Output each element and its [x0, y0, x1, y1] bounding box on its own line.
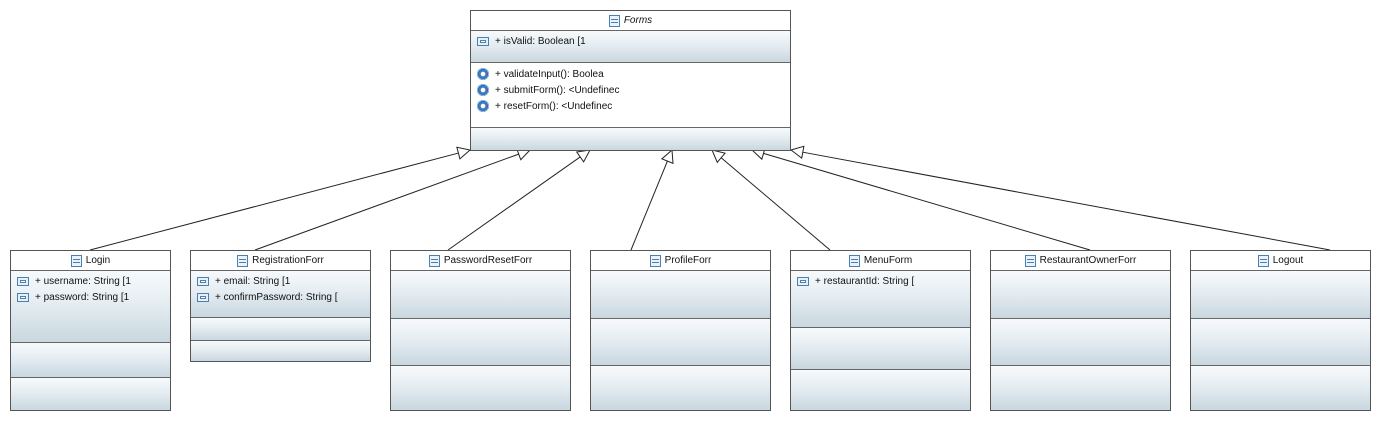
operations-compartment [1191, 318, 1370, 365]
empty-compartment [591, 365, 770, 410]
attribute-row[interactable]: + username: String [1 [11, 273, 170, 289]
empty-compartment [191, 340, 370, 361]
class-icon [608, 14, 620, 27]
class-name: PasswordResetForr [443, 255, 533, 266]
attributes-compartment: + isValid: Boolean [1 [471, 31, 790, 62]
class-password-reset-form[interactable]: PasswordResetForr [390, 250, 571, 411]
generalization-arrowhead [456, 146, 472, 160]
attribute-icon [17, 276, 29, 286]
empty-compartment [791, 369, 970, 410]
generalization-line[interactable] [254, 153, 519, 251]
attribute-icon [477, 36, 489, 46]
class-profile-form[interactable]: ProfileForr [590, 250, 771, 411]
operation-text: + validateInput(): Boolea [495, 68, 604, 80]
attribute-row[interactable]: + email: String [1 [191, 273, 370, 289]
generalization-line[interactable] [89, 152, 459, 251]
class-name: MenuForm [863, 255, 913, 266]
operation-text: + resetForm(): <Undefinec [495, 100, 613, 112]
attribute-row[interactable]: + restaurantId: String [ [791, 273, 970, 289]
operation-text: + submitForm(): <Undefinec [495, 84, 620, 96]
generalization-line[interactable] [763, 152, 1091, 251]
class-forms[interactable]: Forms + isValid: Boolean [1 + validateIn… [470, 10, 791, 151]
class-menu-form-header: MenuForm [791, 251, 970, 271]
attribute-text: + username: String [1 [35, 275, 131, 287]
class-icon [428, 254, 440, 267]
operation-row[interactable]: + validateInput(): Boolea [471, 66, 790, 82]
class-logout-header: Logout [1191, 251, 1370, 271]
class-icon [70, 254, 82, 267]
class-forms-header: Forms [471, 11, 790, 31]
class-registration-form-header: RegistrationForr [191, 251, 370, 271]
operations-compartment [791, 327, 970, 369]
class-icon [848, 254, 860, 267]
class-name: ProfileForr [664, 255, 712, 266]
attribute-text: + confirmPassword: String [ [215, 291, 338, 303]
attributes-compartment: + email: String [1 + confirmPassword: St… [191, 271, 370, 317]
generalization-line[interactable] [630, 160, 668, 251]
class-name: Login [85, 255, 111, 266]
class-icon [1024, 254, 1036, 267]
operations-compartment [591, 318, 770, 365]
attribute-text: + restaurantId: String [ [815, 275, 915, 287]
operation-row[interactable]: + resetForm(): <Undefinec [471, 98, 790, 114]
generalization-line[interactable] [447, 156, 581, 251]
attributes-compartment: + username: String [1 + password: String… [11, 271, 170, 342]
attribute-icon [197, 292, 209, 302]
attributes-compartment [391, 271, 570, 318]
class-icon [649, 254, 661, 267]
attribute-row[interactable]: + password: String [1 [11, 289, 170, 305]
generalization-arrowhead [711, 149, 726, 164]
attribute-row[interactable]: + isValid: Boolean [1 [471, 33, 790, 49]
operation-row[interactable]: + submitForm(): <Undefinec [471, 82, 790, 98]
generalization-line[interactable] [720, 157, 831, 251]
attribute-icon [197, 276, 209, 286]
class-menu-form[interactable]: MenuForm + restaurantId: String [ [790, 250, 971, 411]
empty-compartment [1191, 365, 1370, 410]
attributes-compartment [991, 271, 1170, 318]
class-login[interactable]: Login + username: String [1 + password: … [10, 250, 171, 411]
attribute-text: + password: String [1 [35, 291, 130, 303]
attributes-compartment [1191, 271, 1370, 318]
attribute-text: + isValid: Boolean [1 [495, 35, 586, 47]
class-restaurant-owner-form-header: RestaurantOwnerForr [991, 251, 1170, 271]
operation-gear-icon [477, 68, 489, 80]
class-restaurant-owner-form[interactable]: RestaurantOwnerForr [990, 250, 1171, 411]
empty-compartment [471, 127, 790, 150]
operation-gear-icon [477, 100, 489, 112]
class-password-reset-form-header: PasswordResetForr [391, 251, 570, 271]
class-login-header: Login [11, 251, 170, 271]
empty-compartment [11, 377, 170, 410]
generalization-arrowhead [789, 145, 805, 159]
class-icon [237, 254, 249, 267]
operations-compartment [391, 318, 570, 365]
attribute-row[interactable]: + confirmPassword: String [ [191, 289, 370, 305]
class-name: RegistrationForr [252, 255, 324, 266]
attribute-icon [797, 276, 809, 286]
generalization-line[interactable] [802, 151, 1331, 251]
operations-compartment: + validateInput(): Boolea + submitForm()… [471, 62, 790, 127]
class-profile-form-header: ProfileForr [591, 251, 770, 271]
empty-compartment [391, 365, 570, 410]
operation-gear-icon [477, 84, 489, 96]
class-logout[interactable]: Logout [1190, 250, 1371, 411]
class-name: RestaurantOwnerForr [1039, 255, 1137, 266]
class-name: Forms [623, 15, 653, 26]
empty-compartment [991, 365, 1170, 410]
operations-compartment [991, 318, 1170, 365]
generalization-arrowhead [660, 148, 674, 165]
generalization-arrowhead [575, 149, 591, 163]
operations-compartment [191, 317, 370, 340]
class-registration-form[interactable]: RegistrationForr + email: String [1 + co… [190, 250, 371, 362]
attributes-compartment: + restaurantId: String [ [791, 271, 970, 327]
operations-compartment [11, 342, 170, 377]
attribute-text: + email: String [1 [215, 275, 291, 287]
class-name: Logout [1272, 255, 1304, 266]
attribute-icon [17, 292, 29, 302]
class-icon [1257, 254, 1269, 267]
attributes-compartment [591, 271, 770, 318]
